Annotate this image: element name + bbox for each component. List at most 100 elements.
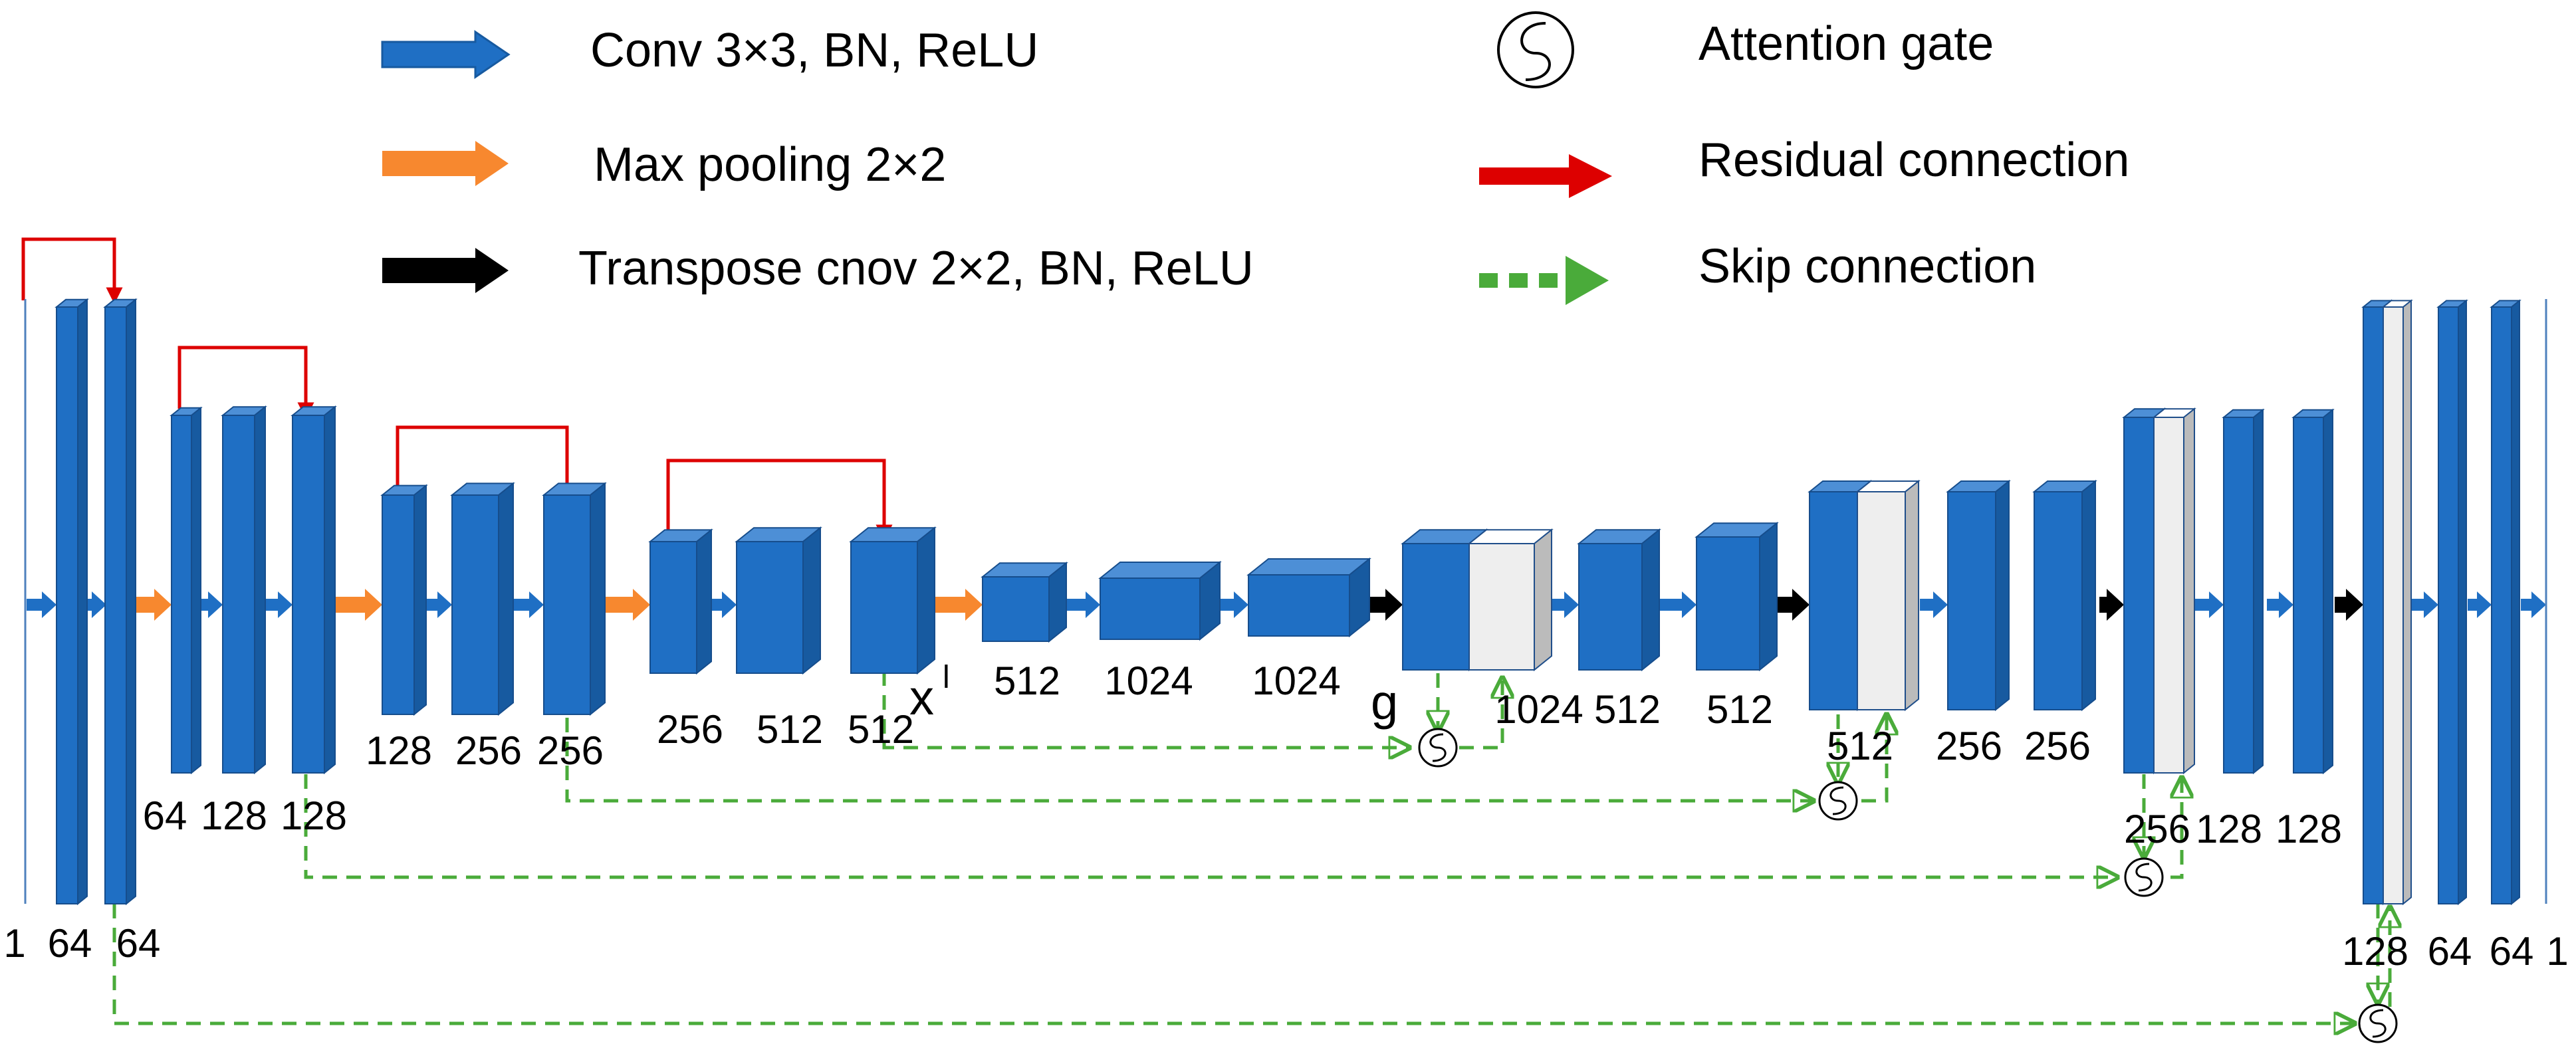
arrow-conv [1220,591,1248,618]
label-dec1-1: 512 [1594,687,1661,732]
label-dec4-0: 128 [2342,929,2408,974]
attention-gate-icon [1418,728,1458,768]
attention-gates [1418,728,2398,1043]
label-enc4-2: 512 [848,707,914,752]
block-dec2-c [2032,479,2097,712]
label-bottleneck-0: 512 [994,659,1060,703]
block-dec4-c [2490,299,2521,906]
arrow-conv [78,591,106,618]
arrow-transpose [2099,589,2124,621]
label-dec1-2: 512 [1706,687,1773,732]
attention-gate-icon [2358,1003,2398,1043]
attention-gate-icon [1818,781,1858,821]
block-enc2-c [291,405,337,775]
arrow-conv [1920,591,1948,618]
label-bottleneck-1: 1024 [1104,659,1193,703]
block-enc4-c [849,526,937,675]
label-dec2-0: 512 [1827,724,1893,768]
residual-connections [21,237,893,542]
block-dec3-concat [2152,407,2196,775]
arrow-pool [336,589,382,621]
block-enc4-a [648,528,713,675]
label-bottleneck-2: 1024 [1252,659,1340,703]
legend-skip-arrow-icon [1479,256,1609,305]
feature-maps [24,298,2547,906]
block-enc2-a [170,406,203,775]
arrow-conv [2521,591,2546,618]
label-dec3-1: 128 [2196,807,2262,851]
block-dec1-b [1577,528,1661,672]
residual-connection-4 [666,459,893,542]
legend-transpose-arrow-icon [382,248,509,293]
label-enc3-0: 128 [366,728,432,773]
label-enc3-1: 256 [455,728,522,773]
label-dec2-1: 256 [1936,724,2002,768]
block-dec1-c [1695,522,1779,672]
label-dec4-2: 64 [2490,929,2534,974]
legend-conv-arrow-icon [381,30,511,79]
label-enc2-0: 64 [143,793,187,838]
label-dec2-2: 256 [2024,724,2091,768]
arrow-pool [605,589,650,621]
arrow-transpose [1369,589,1403,621]
legend-pool-label: Max pooling 2×2 [594,138,946,191]
label-enc1-0: 1 [3,921,25,966]
symbol-x: x [909,670,934,725]
label-enc4-1: 512 [757,707,823,752]
label-enc2-2: 128 [281,793,347,838]
legend-attention-label: Attention gate [1698,17,1994,70]
block-bottleneck-a [981,562,1068,643]
label-enc1-2: 64 [116,921,161,966]
symbol-g: g [1371,675,1398,730]
block-enc2-b [221,405,267,775]
channel-labels: 1 64 64 64 128 128 128 256 256 256 512 5… [3,659,2568,974]
arrow-conv [2195,591,2224,618]
label-dec3-2: 128 [2276,807,2342,851]
block-dec4-b [2436,299,2468,906]
legend-residual-arrow-icon [1479,154,1612,198]
label-enc2-1: 128 [201,793,267,838]
block-dec3-c [2291,408,2335,775]
label-dec4-3: 1 [2546,929,2568,974]
legend-residual-label: Residual connection [1698,134,2129,187]
skip-connection-2 [565,718,1814,801]
block-enc3-b [450,482,515,716]
skip-connection-1 [882,671,1409,748]
block-enc1-b [103,298,138,906]
arrow-pool [130,589,172,621]
skip-connection-4 [112,904,2355,1023]
arrow-transpose [1776,589,1810,621]
attention-gate-icon [2124,857,2164,897]
block-bottleneck-c [1246,557,1371,638]
skip-connections [112,671,2390,1023]
flow-arrows [27,589,2546,621]
block-dec1-concat [1467,528,1554,672]
arrow-conv [1552,591,1579,618]
symbol-x-superscript: l [943,660,950,695]
arrow-conv [27,591,57,618]
block-dec3-b [2222,408,2265,775]
residual-connection-1 [21,237,123,304]
arrow-conv [2410,591,2438,618]
legend-attention-gate-icon [1497,11,1574,88]
label-enc1-1: 64 [48,921,92,966]
arrow-conv [512,591,544,618]
legend: Conv 3×3, BN, ReLU Max pooling 2×2 Trans… [381,11,2129,305]
arrow-conv [698,591,737,618]
block-enc1-a [55,298,89,906]
legend-transpose-label: Transpose cnov 2×2, BN, ReLU [578,242,1254,295]
arrow-conv [193,591,223,618]
legend-skip-label: Skip connection [1698,240,2036,293]
arrow-conv [2468,591,2492,618]
legend-pool-arrow-icon [382,141,509,186]
label-dec4-1: 64 [2428,929,2472,974]
block-dec4-concat [2381,299,2413,906]
residual-connection-3 [396,425,576,502]
arrow-conv [2267,591,2293,618]
residual-connection-2 [177,346,314,419]
label-dec1-0: 1024 [1494,687,1583,732]
skip-connection-3 [304,774,2117,877]
block-dec2-concat [1855,479,1921,712]
arrow-transpose [2335,589,2363,621]
